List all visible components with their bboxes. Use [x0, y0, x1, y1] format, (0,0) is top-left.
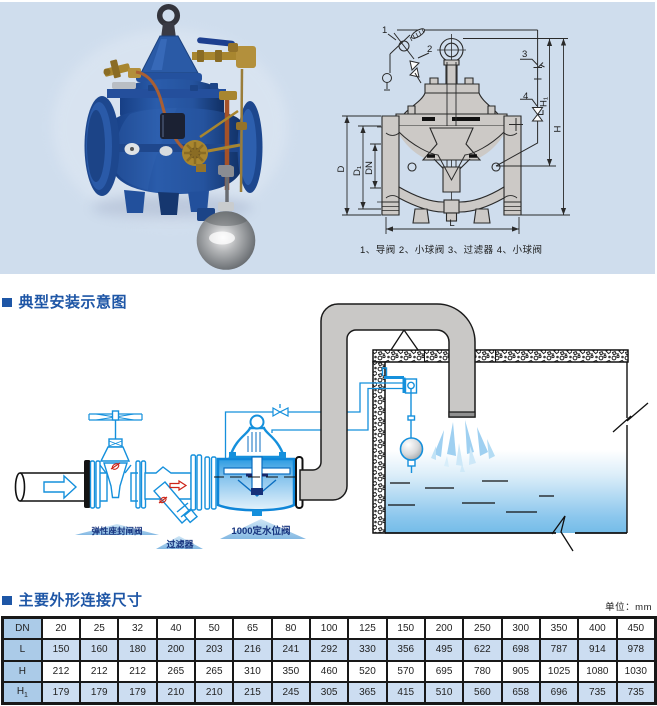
svg-text:DN: DN [364, 161, 375, 175]
svg-text:3: 3 [522, 49, 527, 60]
svg-text:H₁: H₁ [539, 97, 550, 107]
svg-text:4: 4 [523, 91, 528, 102]
svg-text:1000定水位阀: 1000定水位阀 [231, 525, 290, 537]
svg-text:弹性座封闸阀: 弹性座封闸阀 [91, 526, 142, 536]
svg-text:1: 1 [382, 25, 387, 36]
svg-text:D: D [336, 165, 347, 172]
svg-text:过滤器: 过滤器 [166, 539, 194, 550]
svg-text:D₁: D₁ [352, 166, 363, 176]
svg-text:1、导阀 2、小球阀 3、过滤器 4、小球阀: 1、导阀 2、小球阀 3、过滤器 4、小球阀 [360, 244, 543, 256]
svg-text:L: L [449, 218, 454, 229]
svg-text:H: H [553, 125, 564, 132]
svg-text:2: 2 [427, 44, 432, 55]
